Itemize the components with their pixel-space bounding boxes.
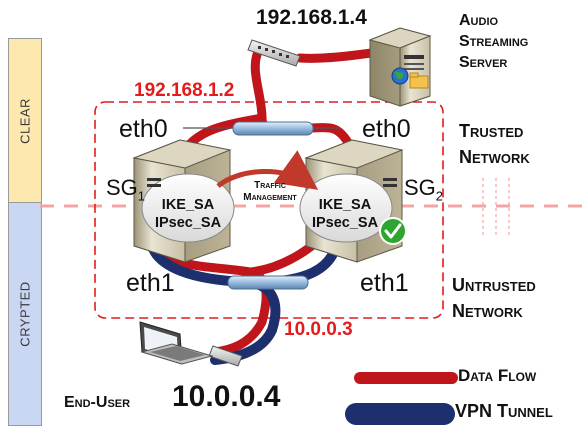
legend-data-flow-label: Data Flow (458, 366, 537, 385)
trusted-network-label: Trusted Network (459, 118, 530, 170)
clear-zone-band: CLEAR (8, 38, 42, 204)
end-user-label: End-User (64, 394, 131, 411)
flow-indicator-arrows (482, 178, 510, 236)
client-network-switch (208, 345, 243, 367)
eth0-hub (232, 121, 314, 136)
sg2-sa-labels: IKE_SA IPsec_SA (305, 196, 385, 232)
check-icon (379, 217, 407, 245)
audio-server-label: Audio Streaming Server (459, 10, 528, 73)
legend-vpn-tunnel-label: VPN Tunnel (455, 401, 553, 421)
sg2-ipsec-sa: IPsec_SA (311, 215, 379, 231)
laptop-icon (139, 321, 214, 365)
audio-server-label-line3: Server (459, 54, 508, 71)
audio-server-label-line2: Streaming (459, 33, 529, 50)
traffic-label-line1: Traffic (254, 180, 286, 191)
sg2-server (299, 139, 404, 263)
sg1-server (132, 139, 235, 263)
crypted-zone-band: CRYPTED (8, 202, 42, 426)
audio-server-label-line1: Audio (459, 12, 499, 29)
top-network-switch (247, 39, 301, 67)
audio-streaming-server (368, 27, 432, 107)
audio-server-ip: 192.168.1.4 (256, 6, 367, 29)
traffic-label-line2: Management (243, 192, 297, 203)
sg2-eth0-label: eth0 (362, 115, 411, 143)
vpn-network-boundary (94, 101, 444, 319)
trusted-line2: Network (459, 147, 530, 167)
untrusted-line1: Untrusted (452, 275, 536, 295)
untrusted-line2: Network (452, 301, 523, 321)
gateway-ip: 192.168.1.2 (134, 80, 235, 101)
sg1-name: SG1 (106, 175, 146, 204)
traffic-management-arrow (216, 150, 319, 190)
untrusted-network-label: Untrusted Network (452, 272, 536, 324)
sg2-name: SG2 (404, 175, 444, 204)
sg1-eth1-label: eth1 (126, 269, 175, 297)
eth1-hub (227, 275, 309, 290)
client-network-ip: 10.0.0.3 (284, 319, 353, 340)
sg1-eth0-label: eth0 (119, 115, 168, 143)
sg1-ipsec-sa: IPsec_SA (154, 215, 222, 231)
sg2-eth1-label: eth1 (360, 269, 409, 297)
sg2-ike-sa: IKE_SA (318, 197, 372, 213)
trusted-line1: Trusted (459, 121, 524, 141)
end-user-ip: 10.0.0.4 (172, 380, 281, 413)
traffic-management-label: Traffic Management (236, 180, 304, 204)
sg1-ike-sa: IKE_SA (161, 197, 215, 213)
sg1-sa-labels: IKE_SA IPsec_SA (148, 196, 228, 232)
